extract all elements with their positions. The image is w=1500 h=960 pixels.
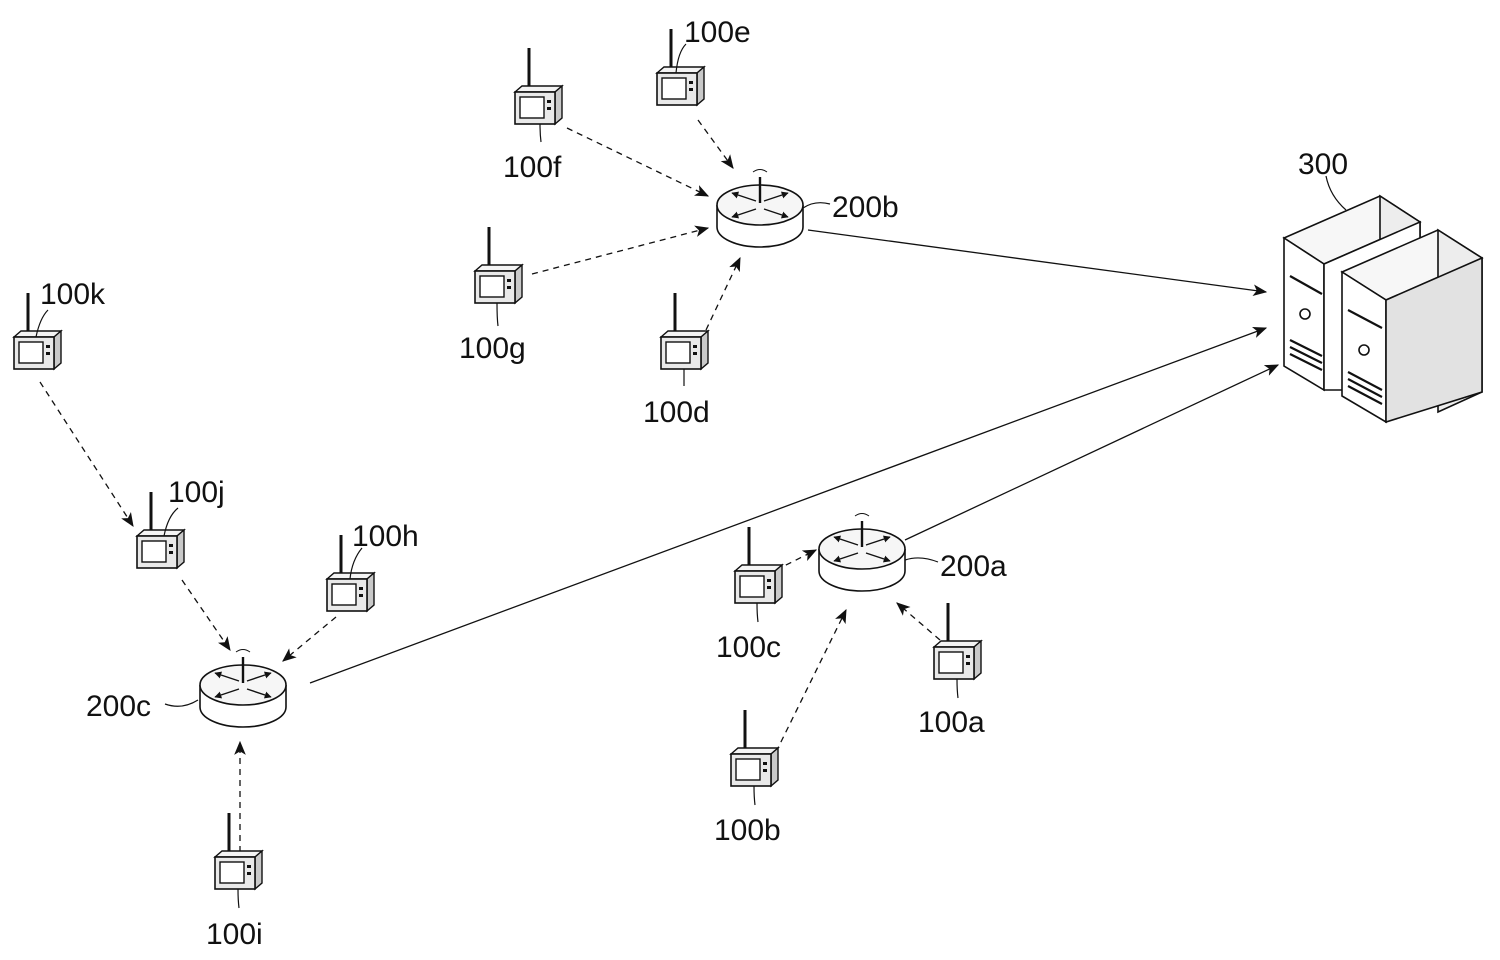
device-100a: 100a <box>918 603 985 739</box>
link-100b-200a <box>776 610 846 752</box>
link-100e-200b <box>698 120 733 168</box>
link-100k-100j <box>40 382 133 526</box>
device-100c-label: 100c <box>716 631 781 664</box>
device-100c: 100c <box>716 527 782 664</box>
device-100g-label: 100g <box>459 332 526 365</box>
device-100b: 100b <box>714 710 781 847</box>
uplink-200a-300 <box>905 365 1278 540</box>
device-100e: 100e <box>657 16 751 105</box>
device-100f: 100f <box>503 48 562 184</box>
device-100j-label: 100j <box>168 476 225 509</box>
device-100g: 100g <box>459 227 526 365</box>
device-100a-label: 100a <box>918 706 985 739</box>
device-100d: 100d <box>643 293 710 429</box>
gateway-200c-label: 200c <box>86 690 151 723</box>
device-100b-label: 100b <box>714 814 781 847</box>
device-100i: 100i <box>206 813 263 951</box>
link-100g-200b <box>532 228 708 274</box>
link-100j-200c <box>182 580 230 650</box>
gateway-200a: 200a <box>819 514 1007 592</box>
gateway-200b: 200b <box>717 170 899 248</box>
device-100k: 100k <box>14 278 106 369</box>
link-100f-200b <box>567 128 708 196</box>
device-100d-label: 100d <box>643 396 710 429</box>
device-100k-label: 100k <box>40 278 106 311</box>
device-100e-label: 100e <box>684 16 751 49</box>
gateway-200a-label: 200a <box>940 550 1007 583</box>
link-100a-200a <box>897 603 940 640</box>
device-100f-label: 100f <box>503 151 562 184</box>
server-label: 300 <box>1298 148 1348 181</box>
device-100h: 100h <box>327 520 419 611</box>
uplink-200c-300 <box>310 328 1266 683</box>
link-100h-200c <box>283 617 336 661</box>
uplinks <box>310 230 1278 683</box>
device-100h-label: 100h <box>352 520 419 553</box>
device-100i-label: 100i <box>206 918 263 951</box>
server-300: 300 <box>1284 148 1482 422</box>
gateway-200c: 200c <box>86 650 286 728</box>
gateway-200b-label: 200b <box>832 191 899 224</box>
device-100j: 100j <box>137 476 225 568</box>
link-100d-200b <box>706 258 740 330</box>
uplink-200b-300 <box>808 230 1266 292</box>
